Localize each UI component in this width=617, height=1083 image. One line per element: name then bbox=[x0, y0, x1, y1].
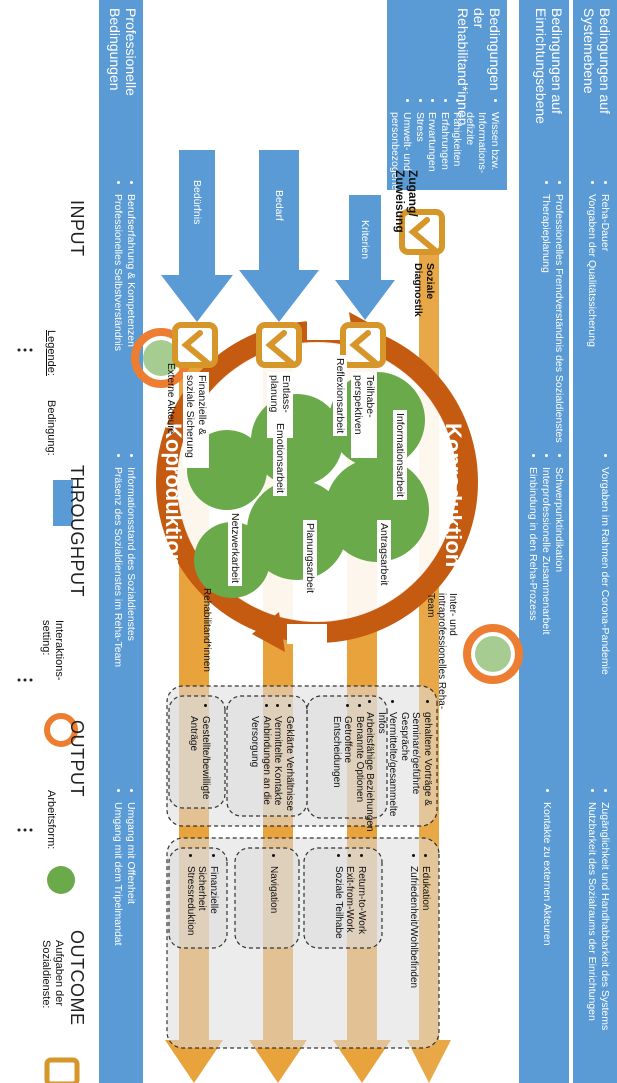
phase-input: INPUT bbox=[67, 200, 87, 257]
input-arrows bbox=[161, 150, 395, 322]
outcome-finanz: Finanzielle Sicherheit Stressreduktion bbox=[185, 856, 219, 956]
legend-bedingung: Bedingung: bbox=[45, 400, 57, 456]
legend-aufgaben: Aufgaben der Sozialdienste: bbox=[40, 940, 65, 1009]
legend-title: Legende: bbox=[45, 330, 57, 376]
task-icon-checks bbox=[181, 217, 440, 368]
outcome-entlass: Navigation bbox=[268, 856, 279, 956]
task-icons bbox=[172, 209, 445, 368]
legend-symbols bbox=[44, 480, 80, 1083]
koproduktion-bottom: Koproduktion bbox=[161, 423, 186, 568]
label-kriterien: Kriterien bbox=[359, 220, 371, 260]
output-teilhabe: Benannte Optionen Getroffene Entscheidun… bbox=[331, 706, 365, 822]
output-finanz: Gestellte/bewilligte Anträge bbox=[188, 706, 212, 812]
arrow-beduerfnis bbox=[161, 150, 233, 322]
gear-reflexionsarbeit: Reflexionsarbeit bbox=[333, 355, 347, 437]
output-general: gehaltene Vorträge & Seminare/geführte G… bbox=[364, 702, 434, 832]
gear-antragsarbeit: Antragsarbeit bbox=[377, 520, 391, 589]
gear-netzwerkarbeit: Netzwerkarbeit bbox=[228, 510, 242, 587]
legend-interaktion: Interaktions-setting: bbox=[40, 620, 65, 681]
phase-output: OUTPUT bbox=[67, 720, 87, 797]
outcome-teilhabe: Return-to-Work Exit-from-Work Soziale Te… bbox=[333, 856, 367, 956]
label-bedarf: Bedarf bbox=[273, 190, 285, 221]
interaction-cycles bbox=[131, 328, 523, 684]
task-diagnostik: Soziale Diagnostik bbox=[412, 263, 436, 317]
arrow-bedarf bbox=[239, 150, 319, 322]
label-beduerfnis: Bedürfnis bbox=[191, 180, 203, 225]
phase-throughput: THROUGHPUT bbox=[67, 465, 87, 597]
interaction-team: Inter- und intraprofessionelles Reha-Tea… bbox=[425, 593, 458, 710]
phase-separators bbox=[17, 348, 33, 832]
zugang-label: Zugang/ Zuweisung bbox=[393, 170, 420, 233]
gear-planungsarbeit: Planungsarbeit bbox=[303, 520, 317, 597]
interaction-rehabilitand: Rehabilitand*innen bbox=[201, 588, 212, 672]
arrow-kriterien bbox=[335, 195, 395, 320]
task-teilhabe: Teilhabe-perspektiven bbox=[351, 372, 377, 458]
output-entlass: Geklärte Verhältnisse Vermittelte Kontak… bbox=[249, 706, 296, 822]
output-boxes bbox=[166, 685, 440, 1049]
interaction-extern: Externe Akteure bbox=[165, 363, 176, 435]
legend-arbeitsform: Arbeitsform: bbox=[45, 790, 57, 850]
arrow-diagnostik bbox=[407, 232, 451, 1083]
gear-emotionsarbeit: Emotionsarbeit bbox=[273, 420, 287, 497]
gear-informationsarbeit: Informationsarbeit bbox=[393, 410, 407, 501]
outcome-general: Edukation Zufriedenheit/Wohlbefinden bbox=[408, 856, 432, 1046]
koproduktion-top: Koproduktion bbox=[441, 423, 466, 568]
phase-outcome: OUTCOME bbox=[67, 930, 87, 1026]
